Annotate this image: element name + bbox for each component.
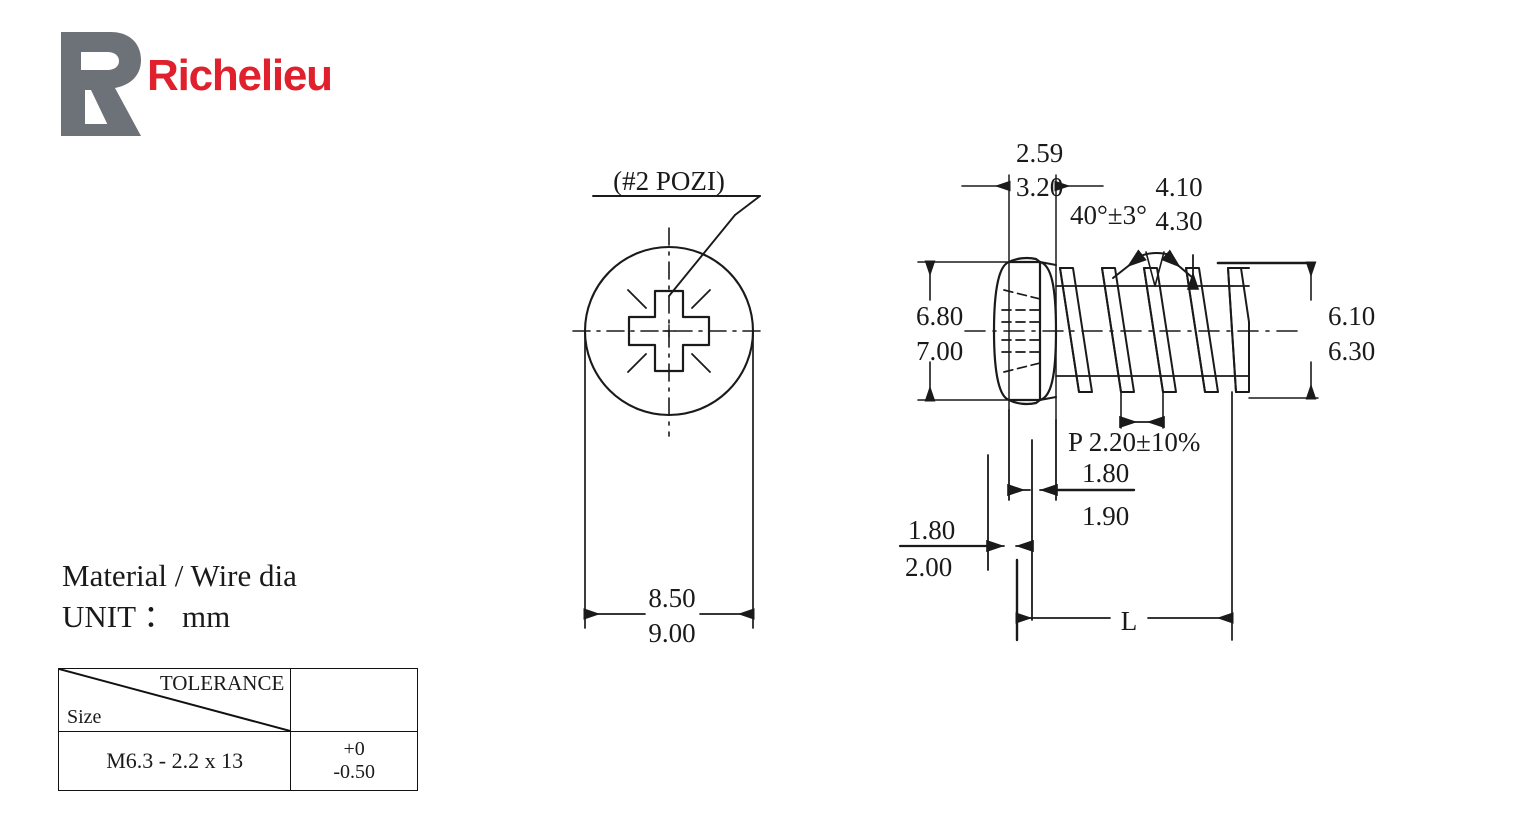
- header-diagonal-cell: TOLERANCE Size: [57, 668, 292, 732]
- head-dia-upper-top: 8.50: [648, 583, 695, 613]
- material-unit-block: Material / Wire dia UNIT ： mm: [62, 556, 482, 638]
- head-dia-upper-side: 6.80: [916, 301, 963, 331]
- thread-dia-upper: 6.10: [1328, 301, 1375, 331]
- richelieu-r-mark-icon: [55, 28, 145, 140]
- core-dia-upper: 4.10: [1155, 172, 1202, 202]
- row-size-value: M6.3 - 2.2 x 13: [57, 731, 292, 791]
- pitch-label: P 2.20±10%: [1068, 427, 1200, 457]
- tolerance-table: TOLERANCE Size M6.3 - 2.2 x 13 +0 -0.50: [57, 668, 418, 791]
- unit-line: UNIT ： mm: [62, 598, 231, 634]
- tolerance-lower: -0.50: [333, 761, 375, 783]
- header-tolerance-label: TOLERANCE: [159, 671, 285, 695]
- tip-upper: 1.80: [1082, 458, 1129, 488]
- table-header-row: TOLERANCE Size: [57, 668, 418, 732]
- row-tolerance-value: +0 -0.50: [290, 731, 418, 791]
- header-size-label: Size: [67, 706, 102, 728]
- point-lower: 2.00: [905, 552, 952, 582]
- brand-wordmark: Richelieu: [147, 51, 333, 100]
- material-line: Material / Wire dia: [62, 558, 297, 593]
- head-height-upper: 2.59: [1016, 138, 1063, 168]
- side-view-group: [898, 174, 1319, 642]
- brand-logo: Richelieu: [55, 28, 355, 143]
- thread-dia-lower: 6.30: [1328, 336, 1375, 366]
- header-blank-cell: [290, 668, 418, 732]
- drive-type-label: (#2 POZI): [613, 166, 725, 196]
- core-dia-lower: 4.30: [1155, 206, 1202, 236]
- tolerance-upper: +0: [343, 738, 365, 760]
- length-label: L: [1121, 606, 1138, 636]
- table-row: M6.3 - 2.2 x 13 +0 -0.50: [57, 731, 418, 791]
- head-height-lower: 3.20: [1016, 172, 1063, 202]
- head-dia-lower-top: 9.00: [648, 618, 695, 648]
- top-view-group: [572, 195, 767, 629]
- head-dia-lower-side: 7.00: [916, 336, 963, 366]
- tip-lower: 1.90: [1082, 501, 1129, 531]
- point-upper: 1.80: [908, 515, 955, 545]
- thread-angle-label: 40°±3°: [1070, 200, 1147, 230]
